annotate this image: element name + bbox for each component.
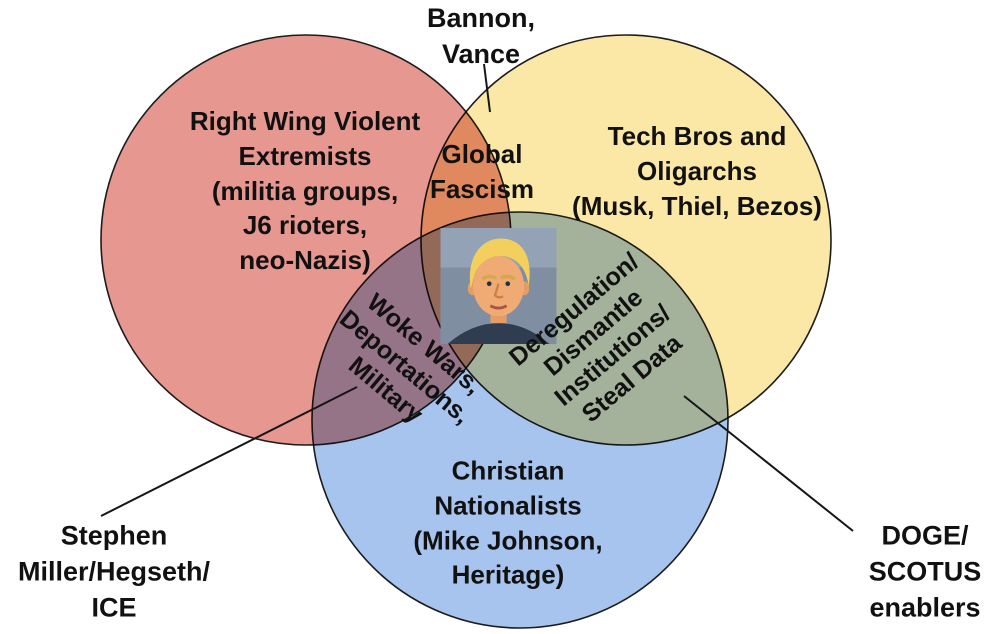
bannon-vance-label: Bannon, Vance: [427, 2, 535, 69]
trump-photo: [440, 228, 557, 344]
blue-circle: [311, 211, 729, 629]
stephen-miller-connector-line: [100, 386, 358, 517]
doge-scotus-connector-line: [683, 395, 854, 532]
christian-nationalists-label: Christian Nationalists (Mike Johnson, He…: [413, 455, 603, 590]
suit-shoulders: [447, 323, 550, 344]
trump-face-illustration: [440, 228, 557, 344]
tech-bros-label: Tech Bros and Oligarchs (Musk, Thiel, Be…: [572, 120, 822, 221]
right-wing-extremists-label: Right Wing Violent Extremists (militia g…: [189, 105, 421, 276]
stephen-miller-label: Stephen Miller/Hegseth/ ICE: [17, 520, 211, 624]
bannon-vance-connector-line: [483, 63, 491, 113]
hair: [469, 238, 530, 289]
doge-scotus-label: DOGE/ SCOTUS enablers: [868, 520, 982, 624]
trump-face-art: [440, 228, 557, 344]
global-fascism-label: Global Fascism: [429, 139, 535, 204]
